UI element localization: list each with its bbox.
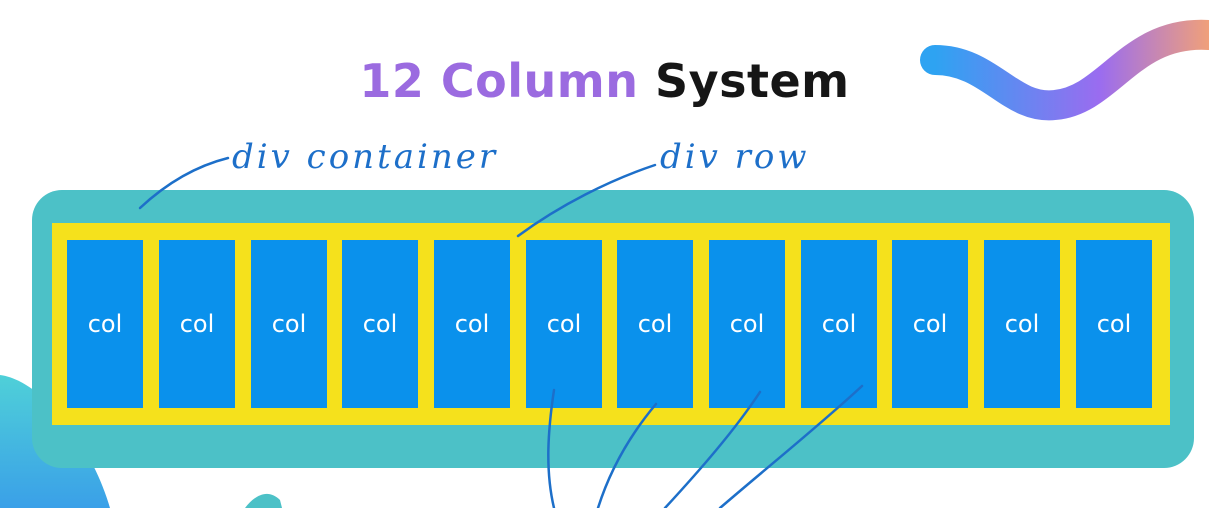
column-9: col [801,240,877,408]
column-11: col [984,240,1060,408]
column-5: col [434,240,510,408]
column-6: col [526,240,602,408]
column-1: col [67,240,143,408]
column-2: col [159,240,235,408]
title-plain-text: System [654,54,850,108]
column-7: col [617,240,693,408]
column-label: col [271,310,307,338]
column-label: col [1096,310,1132,338]
bottom-blob-decoration [245,493,282,508]
column-8: col [709,240,785,408]
column-label: col [821,310,857,338]
column-label: col [87,310,123,338]
column-label: col [454,310,490,338]
column-4: col [342,240,418,408]
column-label: col [546,310,582,338]
column-label: col [1004,310,1040,338]
swoosh-decoration [920,19,1209,121]
column-10: col [892,240,968,408]
column-label: col [729,310,765,338]
slide-title: 12 Column System [0,58,1209,104]
column-12: col [1076,240,1152,408]
column-label: col [179,310,215,338]
title-accent-text: 12 Column [359,54,639,108]
container-annotation-label: div container [232,137,499,177]
div-row-box [52,223,1170,425]
column-label: col [637,310,673,338]
column-label: col [362,310,398,338]
column-label: col [912,310,948,338]
row-annotation-label: div row [660,137,810,177]
column-3: col [251,240,327,408]
